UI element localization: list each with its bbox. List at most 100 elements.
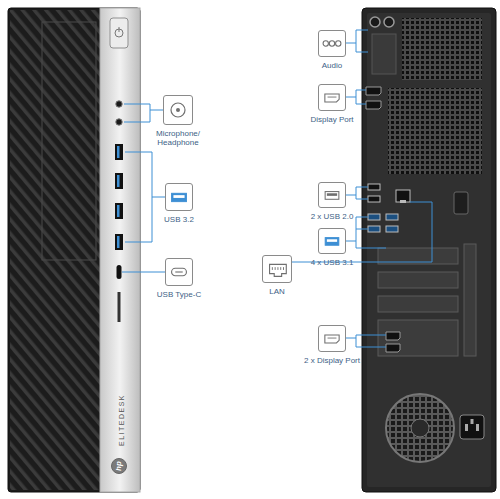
rear-usb3-port bbox=[386, 214, 398, 220]
port-icon bbox=[164, 96, 192, 124]
rear-display-port bbox=[366, 87, 381, 95]
port-icon-part bbox=[325, 335, 339, 343]
power-socket bbox=[460, 415, 484, 439]
front-usb-port bbox=[117, 175, 120, 187]
rear-vent bbox=[372, 18, 482, 174]
port-icon-part bbox=[173, 195, 184, 198]
front-usb-port bbox=[115, 234, 123, 250]
rear-fan bbox=[411, 419, 429, 437]
rear-vent bbox=[388, 88, 482, 174]
port-icon-part bbox=[323, 41, 328, 46]
port-icon-part bbox=[328, 338, 337, 339]
front-usb-port bbox=[115, 144, 123, 160]
leader-line bbox=[346, 335, 386, 347]
lock-slot bbox=[454, 192, 468, 214]
front-usb-c-port bbox=[117, 265, 122, 279]
rear-usb2-port bbox=[368, 184, 380, 190]
leader-line bbox=[124, 104, 163, 122]
expansion-slot bbox=[378, 320, 458, 356]
port-icon bbox=[166, 184, 192, 210]
port-label: USB 3.2 bbox=[149, 215, 209, 224]
card-slot bbox=[118, 292, 121, 322]
port-label: 2 x USB 2.0 bbox=[297, 212, 367, 221]
port-callout: USB Type-C bbox=[165, 258, 193, 286]
front-usb-c-port bbox=[117, 265, 122, 279]
port-icon-part bbox=[172, 193, 187, 201]
rear-fan bbox=[386, 394, 454, 462]
front-chassis bbox=[8, 8, 140, 492]
port-icon bbox=[319, 183, 345, 207]
port-callout: 4 x USB 3.1 bbox=[318, 228, 346, 254]
port-callout: 2 x Display Port bbox=[318, 325, 346, 352]
port-label: Audio bbox=[302, 61, 362, 70]
hp-logo bbox=[112, 459, 127, 474]
rear-usb2-port bbox=[368, 184, 380, 202]
rear-audio-jack bbox=[370, 17, 394, 27]
port-icon-part bbox=[325, 192, 339, 200]
front-audio-jack bbox=[116, 101, 122, 107]
port-icon bbox=[319, 326, 345, 351]
port-icon-part bbox=[328, 97, 337, 98]
port-icon-part bbox=[272, 267, 283, 270]
port-callout: 2 x USB 2.0 bbox=[318, 182, 346, 208]
port-label: 2 x Display Port bbox=[292, 356, 372, 365]
front-chassis bbox=[42, 22, 96, 260]
port-label: 4 x USB 3.1 bbox=[297, 258, 367, 267]
model-name: ELITEDESK bbox=[118, 394, 125, 446]
leader-line bbox=[122, 30, 432, 347]
hp-logo bbox=[112, 459, 127, 474]
front-usb-port bbox=[115, 144, 123, 250]
port-icon-part bbox=[270, 264, 287, 276]
rear-chassis bbox=[367, 13, 491, 487]
expansion-slot bbox=[378, 244, 476, 356]
port-icon-part bbox=[172, 268, 187, 275]
front-chassis bbox=[8, 8, 140, 492]
power-socket bbox=[465, 424, 468, 431]
rear-usb3-port bbox=[368, 226, 380, 232]
front-usb-port bbox=[115, 173, 123, 189]
card-slot bbox=[118, 292, 121, 322]
front-chassis bbox=[100, 8, 140, 492]
expansion-slot bbox=[378, 296, 458, 312]
card-display-port bbox=[386, 332, 400, 340]
rear-display-port bbox=[366, 101, 381, 109]
rear-chassis bbox=[362, 8, 496, 492]
port-icon bbox=[319, 31, 345, 56]
port-callout: Microphone/ Headphone bbox=[163, 95, 193, 125]
port-icon bbox=[166, 259, 192, 285]
brand-logo: hp bbox=[115, 461, 123, 471]
port-callout: Audio bbox=[318, 30, 346, 57]
power-socket bbox=[460, 415, 484, 439]
port-icon bbox=[263, 256, 291, 282]
leader-line bbox=[292, 202, 432, 262]
rear-usb3-port bbox=[368, 214, 380, 220]
front-audio-jack bbox=[116, 119, 122, 125]
rear-usb3-port bbox=[386, 226, 398, 232]
port-icon-part bbox=[327, 239, 337, 242]
port-label: Display Port bbox=[297, 115, 367, 124]
port-callout: USB 3.2 bbox=[165, 183, 193, 211]
front-chassis bbox=[10, 10, 100, 490]
lock-slot bbox=[454, 192, 468, 214]
rear-lan-port bbox=[396, 190, 410, 202]
leader-line bbox=[346, 217, 386, 248]
port-icon-part bbox=[325, 94, 339, 102]
rear-vent bbox=[372, 34, 396, 74]
power-socket bbox=[476, 424, 479, 431]
leader-line bbox=[346, 30, 368, 52]
expansion-slot bbox=[464, 244, 476, 356]
port-icon-part bbox=[327, 193, 337, 196]
front-usb-port bbox=[117, 205, 120, 217]
port-label: Microphone/ Headphone bbox=[149, 129, 207, 147]
port-icon bbox=[319, 229, 345, 253]
leader-line bbox=[122, 272, 165, 273]
card-display-port bbox=[386, 332, 400, 352]
port-icon-part bbox=[176, 108, 180, 112]
leader-line bbox=[125, 152, 165, 242]
rear-display-port bbox=[366, 87, 381, 109]
front-audio-jack bbox=[116, 101, 122, 125]
power-button bbox=[110, 18, 128, 48]
front-usb-port bbox=[117, 236, 120, 248]
power-button bbox=[110, 18, 128, 48]
expansion-slot bbox=[378, 272, 458, 288]
